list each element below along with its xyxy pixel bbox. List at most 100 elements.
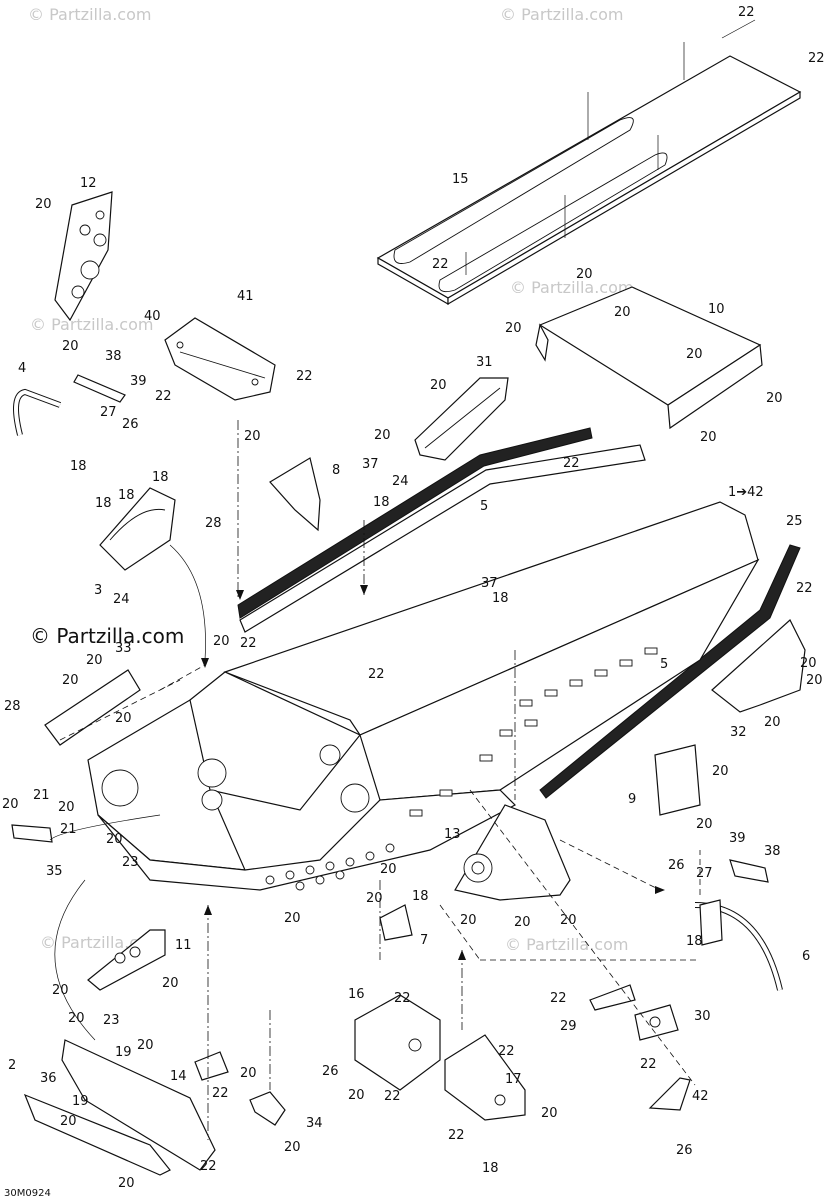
part-33-bracket	[44, 669, 141, 746]
callout: 31	[476, 355, 493, 370]
callout: 37	[481, 576, 498, 591]
callout: 20	[541, 1106, 558, 1121]
callout: 20	[800, 656, 817, 671]
part-31-bracket	[414, 377, 509, 461]
callout: 20	[348, 1088, 365, 1103]
callout: 32	[730, 725, 747, 740]
callout: 12	[80, 176, 97, 191]
callout: 20	[118, 1176, 135, 1191]
callout: 22	[155, 389, 172, 404]
callout: 6	[802, 949, 810, 964]
part-12-side-plate	[54, 191, 113, 322]
callout: 36	[40, 1071, 57, 1086]
callout: 41	[237, 289, 254, 304]
callout: 22	[808, 51, 825, 66]
callout: 2	[8, 1058, 16, 1073]
callout: 20	[60, 1114, 77, 1129]
callout: 22	[368, 667, 385, 682]
callout: 20	[380, 862, 397, 877]
part-4-handle	[13, 388, 62, 436]
callout: 20	[576, 267, 593, 282]
callout: 38	[105, 349, 122, 364]
callout: 18	[492, 591, 509, 606]
callout: 20	[162, 976, 179, 991]
callout: 20	[430, 378, 447, 393]
part-15-top-plate	[376, 19, 802, 306]
callout: 20	[52, 983, 69, 998]
callout: 27	[696, 866, 713, 881]
callout: 20	[764, 715, 781, 730]
callout: 17	[505, 1072, 522, 1087]
callout: 20	[806, 673, 823, 688]
callout: 21	[60, 822, 77, 837]
part-25-rail	[539, 544, 801, 799]
part-38-strap	[73, 374, 126, 403]
callout: 20	[284, 911, 301, 926]
callout: 20	[766, 391, 783, 406]
callout: 22	[796, 581, 813, 596]
callout: 20	[712, 764, 729, 779]
part-10-plate	[535, 286, 763, 430]
watermark: © Partzilla.com	[510, 278, 633, 297]
callout: 18	[70, 459, 87, 474]
callout: 20	[86, 653, 103, 668]
callout: 24	[392, 474, 409, 489]
callout: 20	[115, 711, 132, 726]
callout: 39	[130, 374, 147, 389]
callout: 22	[738, 5, 755, 20]
part-7-bracket	[379, 904, 413, 941]
callout: 18	[686, 934, 703, 949]
callout: 22	[212, 1086, 229, 1101]
callout: 16	[348, 987, 365, 1002]
part-9-bracket	[654, 744, 701, 816]
callout: 20	[700, 430, 717, 445]
callout: 20	[366, 891, 383, 906]
callout: 21	[33, 788, 50, 803]
part-6-handle	[694, 859, 783, 991]
callout: 22	[200, 1159, 217, 1174]
callout: 11	[175, 938, 192, 953]
callout: 20	[58, 800, 75, 815]
part-3-bracket	[99, 487, 176, 571]
callout: 18	[152, 470, 169, 485]
callout: 25	[786, 514, 803, 529]
part-14-bracket	[194, 1051, 229, 1081]
callout: 20	[460, 913, 477, 928]
callout: 20	[560, 913, 577, 928]
callout: 18	[412, 889, 429, 904]
watermark: © Partzilla.com	[30, 315, 153, 334]
callout: 22	[240, 636, 257, 651]
callout: 3	[94, 583, 102, 598]
callout: 5	[480, 499, 488, 514]
part-8-bracket	[269, 457, 321, 532]
callout: 20	[213, 634, 230, 649]
callout: 8	[332, 463, 340, 478]
callout: 18	[373, 495, 390, 510]
callout: 20	[62, 339, 79, 354]
callout: 33	[115, 641, 132, 656]
callout: 22	[394, 991, 411, 1006]
callout: 20	[35, 197, 52, 212]
callout: 28	[4, 699, 21, 714]
callout: 20	[240, 1066, 257, 1081]
callout: 37	[362, 457, 379, 472]
callout: 20	[284, 1140, 301, 1155]
callout: 20	[696, 817, 713, 832]
callout: 9	[628, 792, 636, 807]
callout: 26	[322, 1064, 339, 1079]
callout: 40	[144, 309, 161, 324]
callout: 20	[137, 1038, 154, 1053]
callout: 19	[115, 1045, 132, 1060]
callout: 20	[514, 915, 531, 930]
callout: 20	[686, 347, 703, 362]
callout: 26	[668, 858, 685, 873]
footrest-holes	[265, 843, 395, 891]
callout: 22	[384, 1089, 401, 1104]
callout: 18	[95, 496, 112, 511]
part-2-rail	[61, 1039, 216, 1171]
callout: 20	[68, 1011, 85, 1026]
callout: 18	[118, 488, 135, 503]
callout: 20	[374, 428, 391, 443]
callout: 22	[296, 369, 313, 384]
